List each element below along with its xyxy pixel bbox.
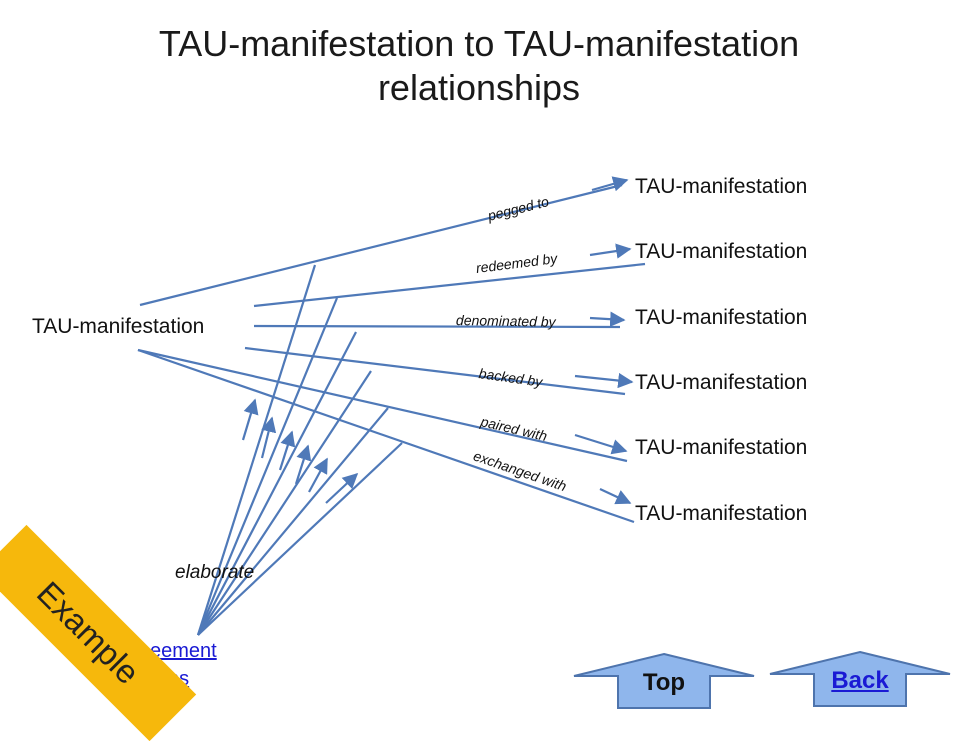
arrow-pegged-to: [591, 176, 629, 192]
top-button-label: Top: [642, 669, 686, 696]
elaborate-arrow: [294, 444, 312, 485]
edge-line-pegged-to: [139, 183, 623, 307]
back-button[interactable]: Back: [768, 650, 952, 708]
edge-line-redeemed-by: [253, 262, 646, 308]
target-node-1: TAU-manifestation: [635, 175, 808, 198]
source-node: TAU-manifestation: [32, 315, 205, 338]
relationship-diagram: [137, 176, 646, 636]
elaborate-line: [197, 407, 389, 636]
elaborate-arrow: [260, 416, 277, 459]
arrow-paired-with: [574, 433, 628, 455]
edge-line-exchanged-with: [137, 348, 635, 524]
arrow-denominated-by: [589, 311, 626, 327]
edge-line-backed-by: [244, 346, 626, 396]
arrow-exchanged-with: [599, 488, 632, 505]
elaborate-line: [197, 370, 372, 636]
edge-label-denominated-by: denominated by: [455, 312, 556, 330]
elaborate-arrow: [325, 472, 359, 504]
up-arrow-icon: [769, 650, 951, 707]
page-title: TAU-manifestation to TAU-manifestation r…: [80, 22, 878, 110]
elaborate-label: elaborate: [175, 562, 255, 583]
target-node-6: TAU-manifestation: [635, 502, 808, 525]
up-arrow-icon: [573, 652, 755, 709]
elaborate-line: [197, 331, 357, 636]
agreement-link-line-1[interactable]: eement: [150, 640, 217, 662]
arrow-redeemed-by: [589, 243, 632, 259]
title-line-1: TAU-manifestation to TAU-manifestation: [158, 23, 800, 64]
top-button[interactable]: Top: [572, 652, 756, 710]
elaborate-arrow: [278, 430, 296, 471]
target-node-4: TAU-manifestation: [635, 371, 808, 394]
edge-line-denominated-by: [253, 324, 621, 329]
target-node-3: TAU-manifestation: [635, 306, 808, 329]
back-button-label[interactable]: Back: [831, 667, 889, 694]
elaborate-line: [196, 264, 317, 636]
arrow-backed-by: [574, 372, 634, 389]
target-node-2: TAU-manifestation: [635, 240, 808, 263]
elaborate-line: [196, 297, 339, 636]
target-node-5: TAU-manifestation: [635, 436, 808, 459]
elaborate-arrow: [241, 398, 259, 441]
edge-line-paired-with: [137, 348, 628, 463]
title-line-2: relationships: [377, 67, 581, 108]
elaborate-line: [197, 442, 403, 636]
elaborate-arrow: [308, 457, 328, 493]
